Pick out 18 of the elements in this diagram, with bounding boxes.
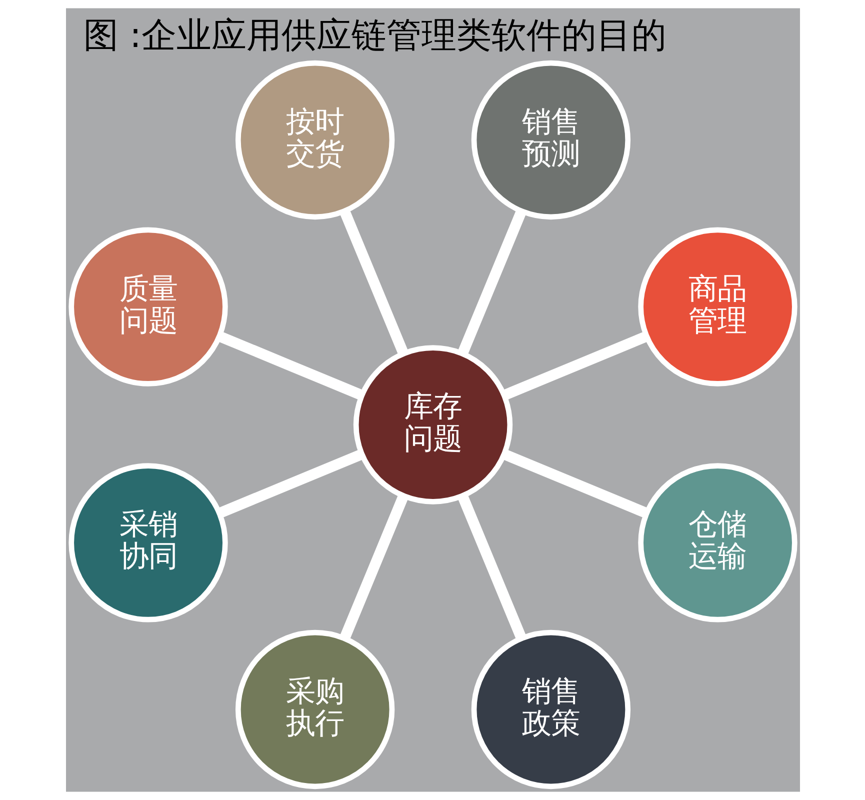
connector [216, 331, 364, 400]
connector [457, 494, 526, 640]
node-circle: 采购执行 [234, 630, 394, 790]
node-circle: 销售政策 [470, 630, 630, 790]
node-circle: 商品管理 [638, 227, 797, 386]
connector [502, 331, 648, 400]
connector [457, 209, 526, 356]
node-circle: 质量问题 [68, 227, 228, 386]
node-circle: 采销协同 [68, 463, 228, 622]
connector [216, 449, 364, 518]
diagram-title: 图 :企业应用供应链管理类软件的目的 [83, 16, 666, 56]
connector [339, 209, 408, 356]
connector [339, 494, 408, 640]
connector [502, 449, 648, 518]
node-circle: 按时交货 [234, 60, 394, 220]
node-circle: 销售预测 [470, 60, 630, 220]
node-circle: 库存问题 [352, 345, 512, 504]
node-circle: 仓储运输 [638, 463, 797, 622]
